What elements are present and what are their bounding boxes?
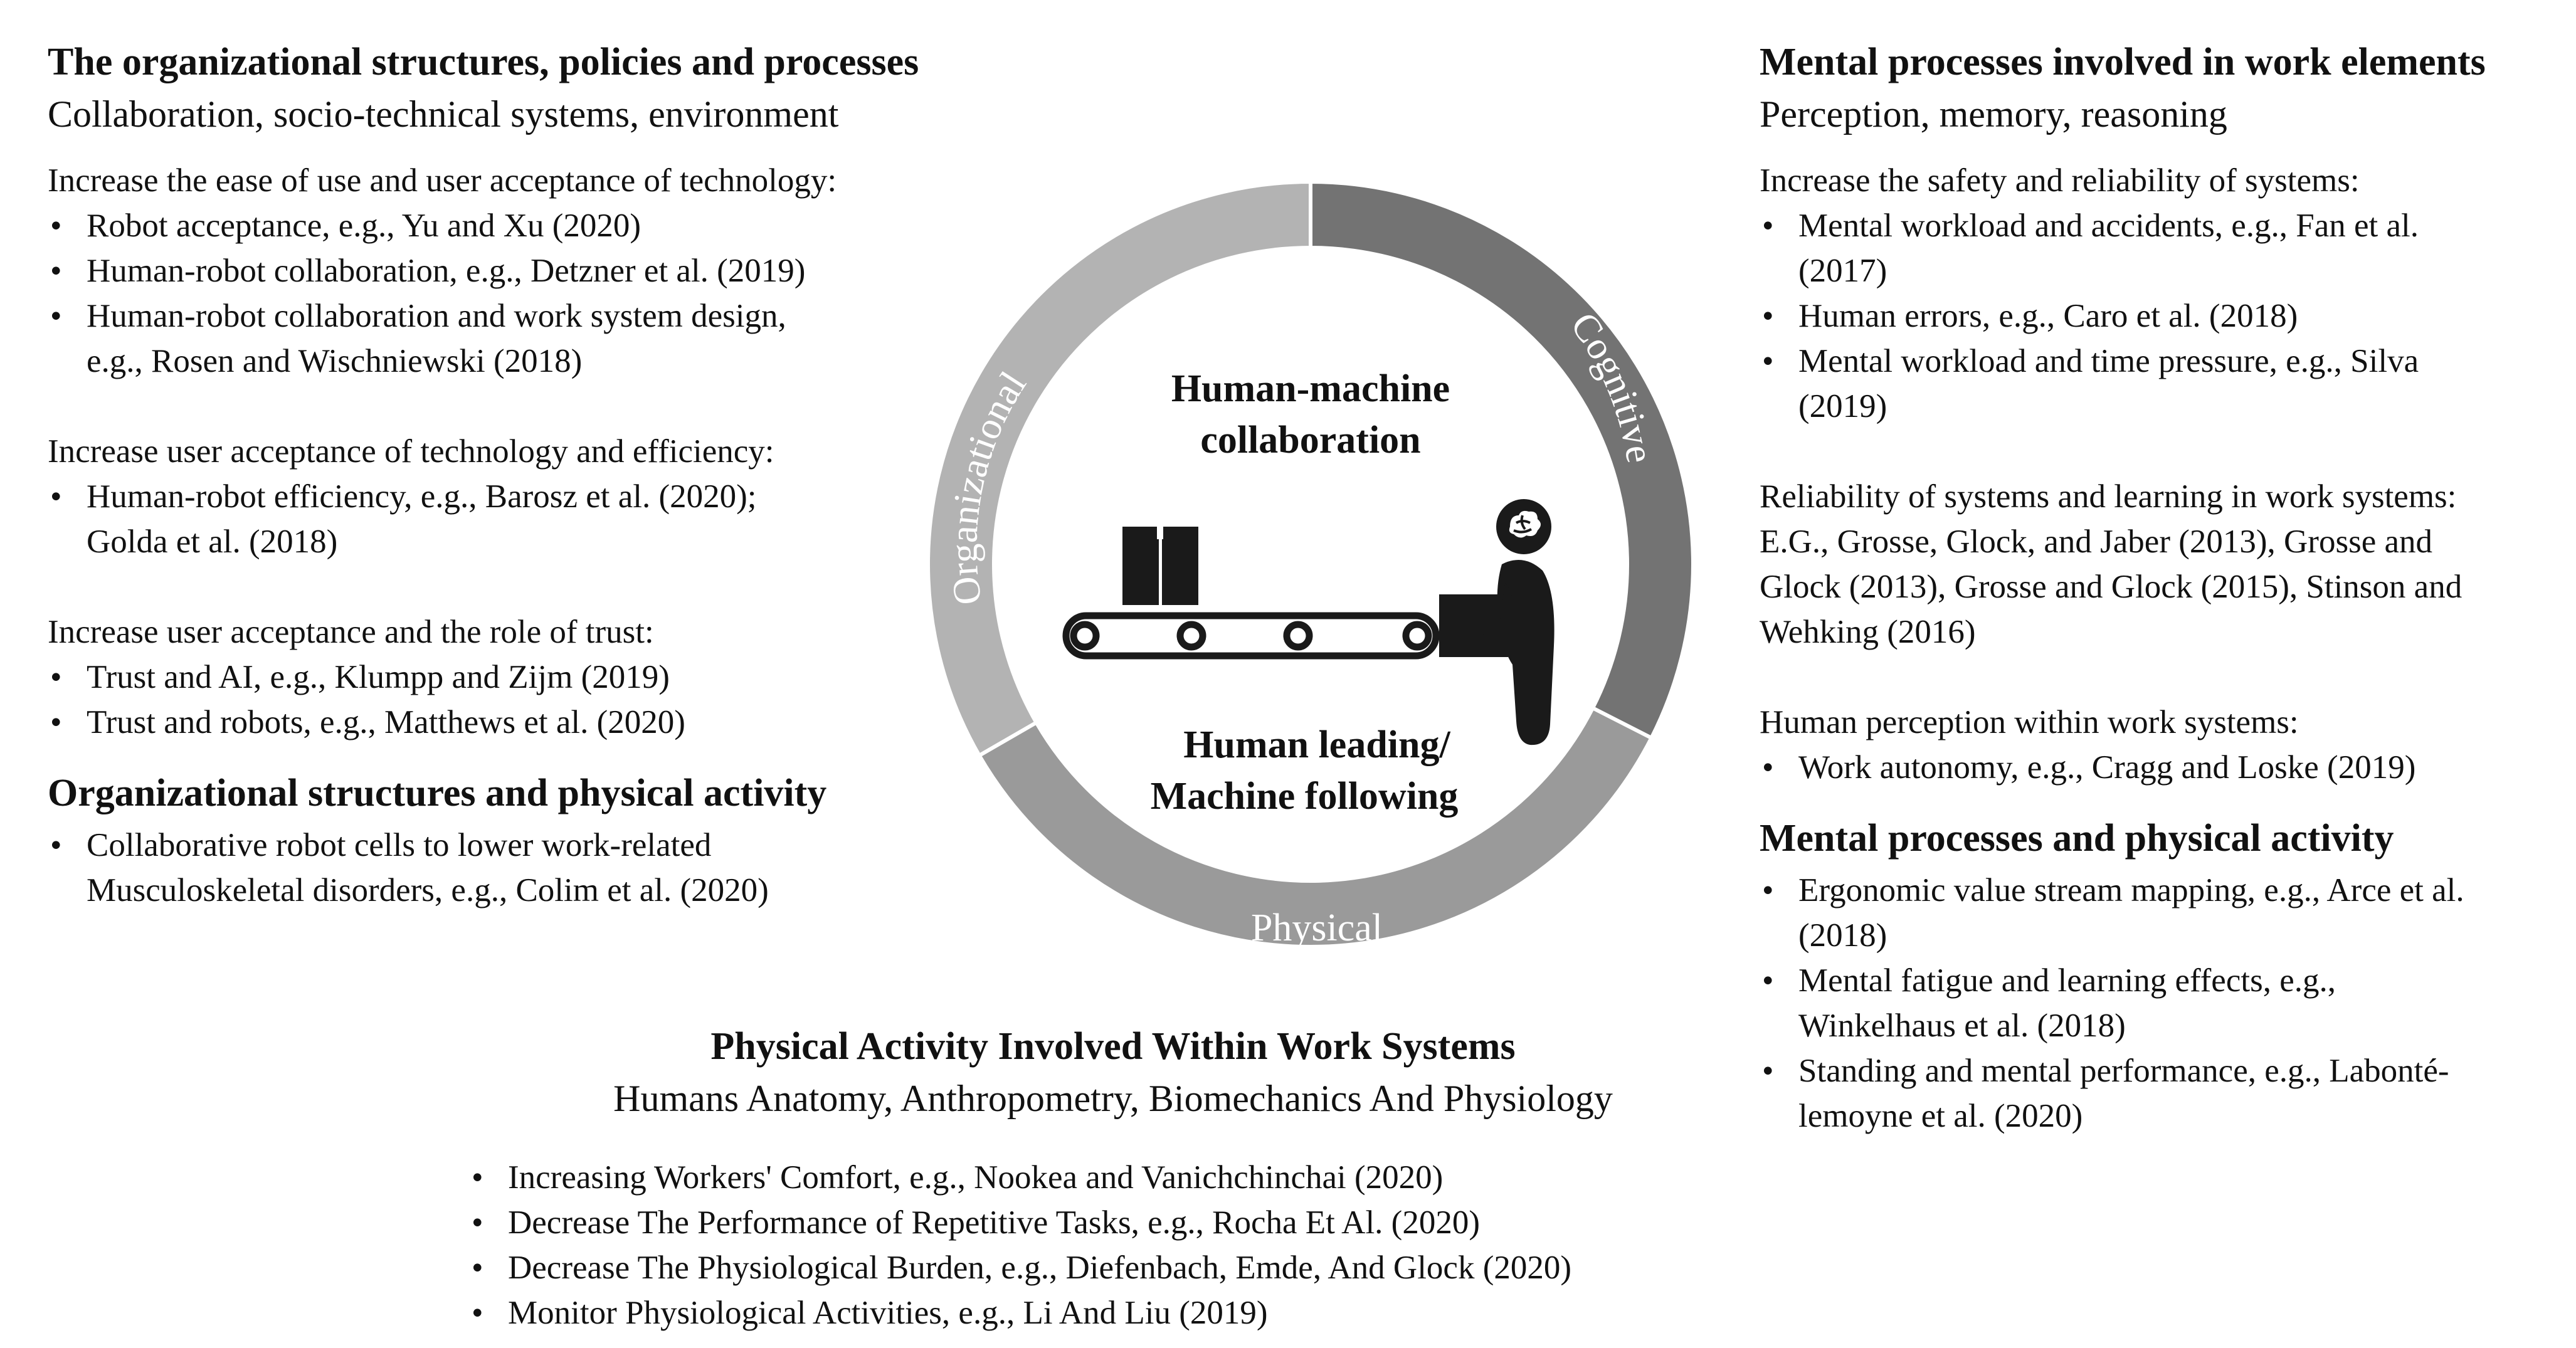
- left-section2-title: Organizational structures and physical a…: [48, 772, 827, 814]
- right-group-3-list: Work autonomy, e.g., Cragg and Loske (20…: [1760, 745, 2568, 790]
- left-group-2: Increase user acceptance of technology a…: [48, 429, 988, 564]
- left-group-3-intro: Increase user acceptance and the role of…: [48, 614, 654, 650]
- left-title: The organizational structures, policies …: [48, 41, 919, 83]
- ring-diagram-svg: Organizational Cognitive Physical Human-…: [926, 179, 1695, 949]
- left-group-3: Increase user acceptance and the role of…: [48, 609, 988, 745]
- right-section2-list: Ergonomic value stream mapping, e.g., Ar…: [1760, 868, 2568, 1139]
- bottom-list-container: Increasing Workers' Comfort, e.g., Nooke…: [469, 1155, 1786, 1335]
- list-item: Mental workload and accidents, e.g., Fan…: [1760, 203, 2568, 293]
- ring-segment-cognitive: [1309, 179, 1695, 740]
- list-item: Work autonomy, e.g., Cragg and Loske (20…: [1760, 745, 2568, 790]
- ring-segment-physical: [976, 705, 1654, 949]
- center-caption-line-2: Machine following: [1151, 775, 1459, 818]
- list-item: Monitor Physiological Activities, e.g., …: [469, 1290, 1786, 1335]
- right-title: Mental processes involved in work elemen…: [1760, 41, 2486, 83]
- ring-segment-organizational: [926, 179, 1312, 759]
- left-group-2-list: Human-robot efficiency, e.g., Barosz et …: [48, 474, 988, 564]
- left-group-1-intro: Increase the ease of use and user accept…: [48, 162, 837, 199]
- left-group-1: Increase the ease of use and user accept…: [48, 158, 988, 384]
- left-subtitle: Collaboration, socio-technical systems, …: [48, 93, 839, 135]
- list-item: Decrease The Performance of Repetitive T…: [469, 1200, 1786, 1245]
- list-item: Robot acceptance, e.g., Yu and Xu (2020): [48, 203, 988, 248]
- left-group-3-list: Trust and AI, e.g., Klumpp and Zijm (201…: [48, 655, 988, 745]
- list-item: Standing and mental performance, e.g., L…: [1760, 1048, 2568, 1139]
- worker-with-brain-icon: [1439, 499, 1555, 745]
- ring-label-physical: Physical: [1251, 907, 1383, 949]
- list-item: Mental workload and time pressure, e.g.,…: [1760, 339, 2568, 429]
- ring-diagram: Organizational Cognitive Physical Human-…: [890, 132, 1706, 1000]
- list-item: Human-robot efficiency, e.g., Barosz et …: [48, 474, 988, 564]
- right-group-2-text: Reliability of systems and learning in w…: [1760, 478, 2463, 650]
- left-section2-list: Collaborative robot cells to lower work-…: [48, 823, 988, 913]
- right-subtitle: Perception, memory, reasoning: [1760, 93, 2227, 135]
- list-item: Human errors, e.g., Caro et al. (2018): [1760, 293, 2568, 339]
- list-item: Ergonomic value stream mapping, e.g., Ar…: [1760, 868, 2568, 958]
- list-item: Increasing Workers' Comfort, e.g., Nooke…: [469, 1155, 1786, 1200]
- list-item: Human-robot collaboration, e.g., Detzner…: [48, 248, 988, 293]
- right-group-1-intro: Increase the safety and reliability of s…: [1760, 162, 2360, 199]
- right-column: Mental processes involved in work elemen…: [1760, 36, 2568, 1139]
- bottom-header: Physical Activity Involved Within Work S…: [489, 1021, 1737, 1142]
- right-section2-title: Mental processes and physical activity: [1760, 817, 2394, 860]
- conveyor-belt-icon: [1062, 527, 1440, 660]
- left-column: The organizational structures, policies …: [48, 36, 988, 913]
- center-caption-line-1: Human leading/: [1183, 724, 1450, 766]
- list-item: Mental fatigue and learning effects, e.g…: [1760, 958, 2568, 1048]
- bottom-subtitle: Humans Anatomy, Anthropometry, Biomechan…: [613, 1078, 1613, 1119]
- left-group-2-intro: Increase user acceptance of technology a…: [48, 433, 774, 470]
- right-group-1-list: Mental workload and accidents, e.g., Fan…: [1760, 203, 2568, 429]
- list-item: Trust and robots, e.g., Matthews et al. …: [48, 700, 988, 745]
- center-title-line-2: collaboration: [1200, 419, 1420, 461]
- right-group-3-intro: Human perception within work systems:: [1760, 704, 2299, 740]
- center-title-line-1: Human-machine: [1171, 367, 1450, 410]
- list-item: Decrease The Physiological Burden, e.g.,…: [469, 1245, 1786, 1290]
- list-item: Human-robot collaboration and work syste…: [48, 293, 988, 384]
- list-item: Collaborative robot cells to lower work-…: [48, 823, 988, 913]
- bottom-list: Increasing Workers' Comfort, e.g., Nooke…: [469, 1155, 1786, 1335]
- list-item: Trust and AI, e.g., Klumpp and Zijm (201…: [48, 655, 988, 700]
- bottom-title: Physical Activity Involved Within Work S…: [710, 1025, 1516, 1068]
- left-group-1-list: Robot acceptance, e.g., Yu and Xu (2020)…: [48, 203, 988, 384]
